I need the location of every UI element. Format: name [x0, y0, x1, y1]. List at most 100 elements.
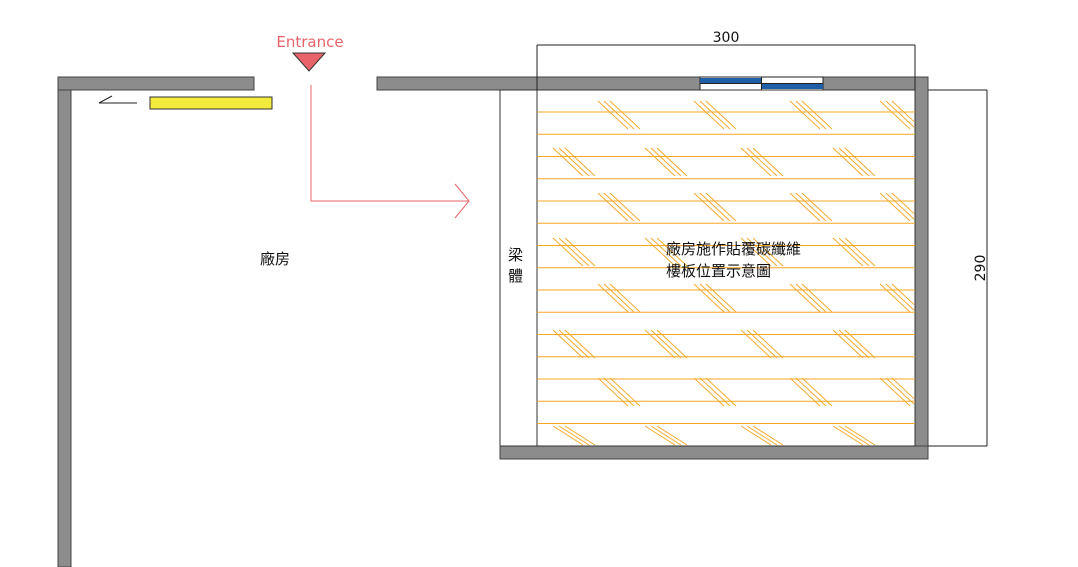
hatch-line [693, 100, 725, 130]
width-dimension [536, 44, 916, 90]
hatch-line [705, 100, 737, 130]
hatch-line [597, 192, 629, 222]
hatch-line [644, 329, 676, 359]
hatch-line [891, 377, 915, 399]
hatch-line [552, 329, 584, 359]
hatch-line [693, 283, 725, 313]
hatch-line [885, 100, 915, 128]
hatch-line [699, 377, 731, 407]
hatch-line [644, 425, 676, 446]
hatch-line [746, 237, 778, 267]
hatch-line [838, 329, 870, 359]
hatch-line [609, 192, 641, 222]
hatch-line [789, 283, 821, 313]
hatch-line [879, 283, 911, 313]
yellow-marker [149, 96, 273, 110]
depth-dimension [928, 89, 988, 447]
hatch-line [603, 192, 635, 222]
hatch-line [650, 237, 682, 267]
hatch-line [844, 147, 876, 177]
hatch-line [650, 329, 682, 359]
hatch-line [644, 237, 676, 267]
left-wall-vertical [57, 76, 72, 567]
hatch-line [597, 100, 629, 130]
hatch-line [891, 100, 915, 122]
hatch-line [603, 377, 635, 407]
hatch-line [609, 100, 641, 130]
hatch-line [891, 283, 915, 305]
hatch-line [752, 329, 784, 359]
hatch-line [564, 329, 596, 359]
hatch-line [838, 237, 870, 267]
hatch-line [699, 192, 731, 222]
hatch-line [891, 192, 915, 214]
hatch-line [656, 425, 688, 446]
hatch-line [705, 377, 737, 407]
hatch-line [801, 283, 833, 313]
hatch-line [740, 329, 772, 359]
hatch-line [656, 147, 688, 177]
hatch-line [558, 237, 590, 267]
left-wall-top [57, 76, 255, 91]
hatch-line [552, 147, 584, 177]
hatch-line [746, 147, 778, 177]
carbon-fiber-hatch [537, 100, 915, 446]
hatch-line [844, 237, 876, 267]
hatch-line [746, 329, 778, 359]
hatch-line [699, 100, 731, 130]
hatch-line [844, 329, 876, 359]
hatch-line [746, 425, 778, 446]
right-wall-top [376, 76, 929, 91]
hatch-line [879, 377, 911, 407]
hatch-line [552, 425, 584, 446]
hatch-line [609, 377, 641, 407]
work-area-title-line2: 樓板位置示意圖 [666, 262, 771, 280]
hatch-line [705, 283, 737, 313]
hatch-line [558, 425, 590, 446]
hatch-line [801, 192, 833, 222]
factory-label: 廠房 [260, 250, 290, 268]
beam-label-top: 梁 [508, 246, 523, 264]
hatch-line [597, 377, 629, 407]
hatch-line [789, 377, 821, 407]
hatch-line [885, 192, 915, 220]
hatch-line [885, 283, 915, 311]
entrance-label: Entrance [276, 33, 343, 51]
hatch-line [693, 377, 725, 407]
hatch-line [603, 283, 635, 313]
hatch-line [795, 100, 827, 130]
hatch-line [740, 237, 772, 267]
hatch-line [879, 192, 911, 222]
hatch-line [564, 147, 596, 177]
hatch-line [705, 192, 737, 222]
hatch-line [838, 425, 870, 446]
hatch-line [558, 329, 590, 359]
hatch-line [564, 425, 596, 446]
hatch-line [885, 377, 915, 405]
hatch-line [838, 147, 870, 177]
depth-dimension-label: 290 [973, 255, 989, 282]
hatch-line [789, 100, 821, 130]
hatch-line [650, 147, 682, 177]
hatch-line [832, 147, 864, 177]
hatch-line [644, 147, 676, 177]
room-bottom-wall [499, 445, 929, 460]
entrance-path-arrow [310, 85, 470, 219]
hatch-line [656, 237, 688, 267]
hatch-line [795, 192, 827, 222]
hatch-line [699, 283, 731, 313]
hatch-line [752, 237, 784, 267]
hatch-line [752, 425, 784, 446]
hatch-line [740, 425, 772, 446]
hatch-line [789, 192, 821, 222]
hatch-line [693, 192, 725, 222]
hatch-line [752, 147, 784, 177]
hatch-line [879, 100, 911, 130]
width-dimension-label: 300 [713, 30, 740, 46]
hatch-line [656, 329, 688, 359]
entrance-triangle-icon [291, 52, 327, 72]
hatch-line [564, 237, 596, 267]
hatch-line [740, 147, 772, 177]
hatch-line [832, 237, 864, 267]
